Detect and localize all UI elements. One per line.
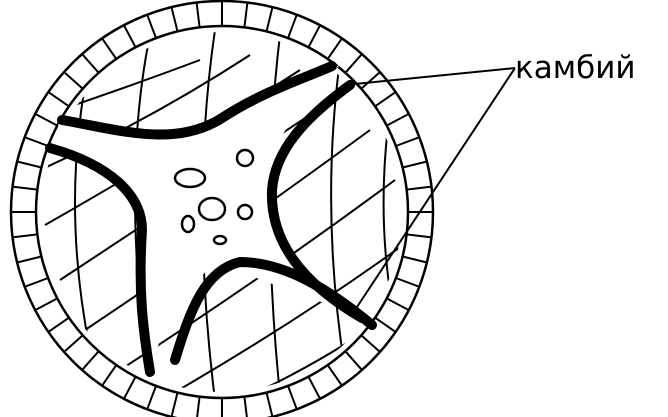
cambium-label: камбий <box>515 50 636 86</box>
